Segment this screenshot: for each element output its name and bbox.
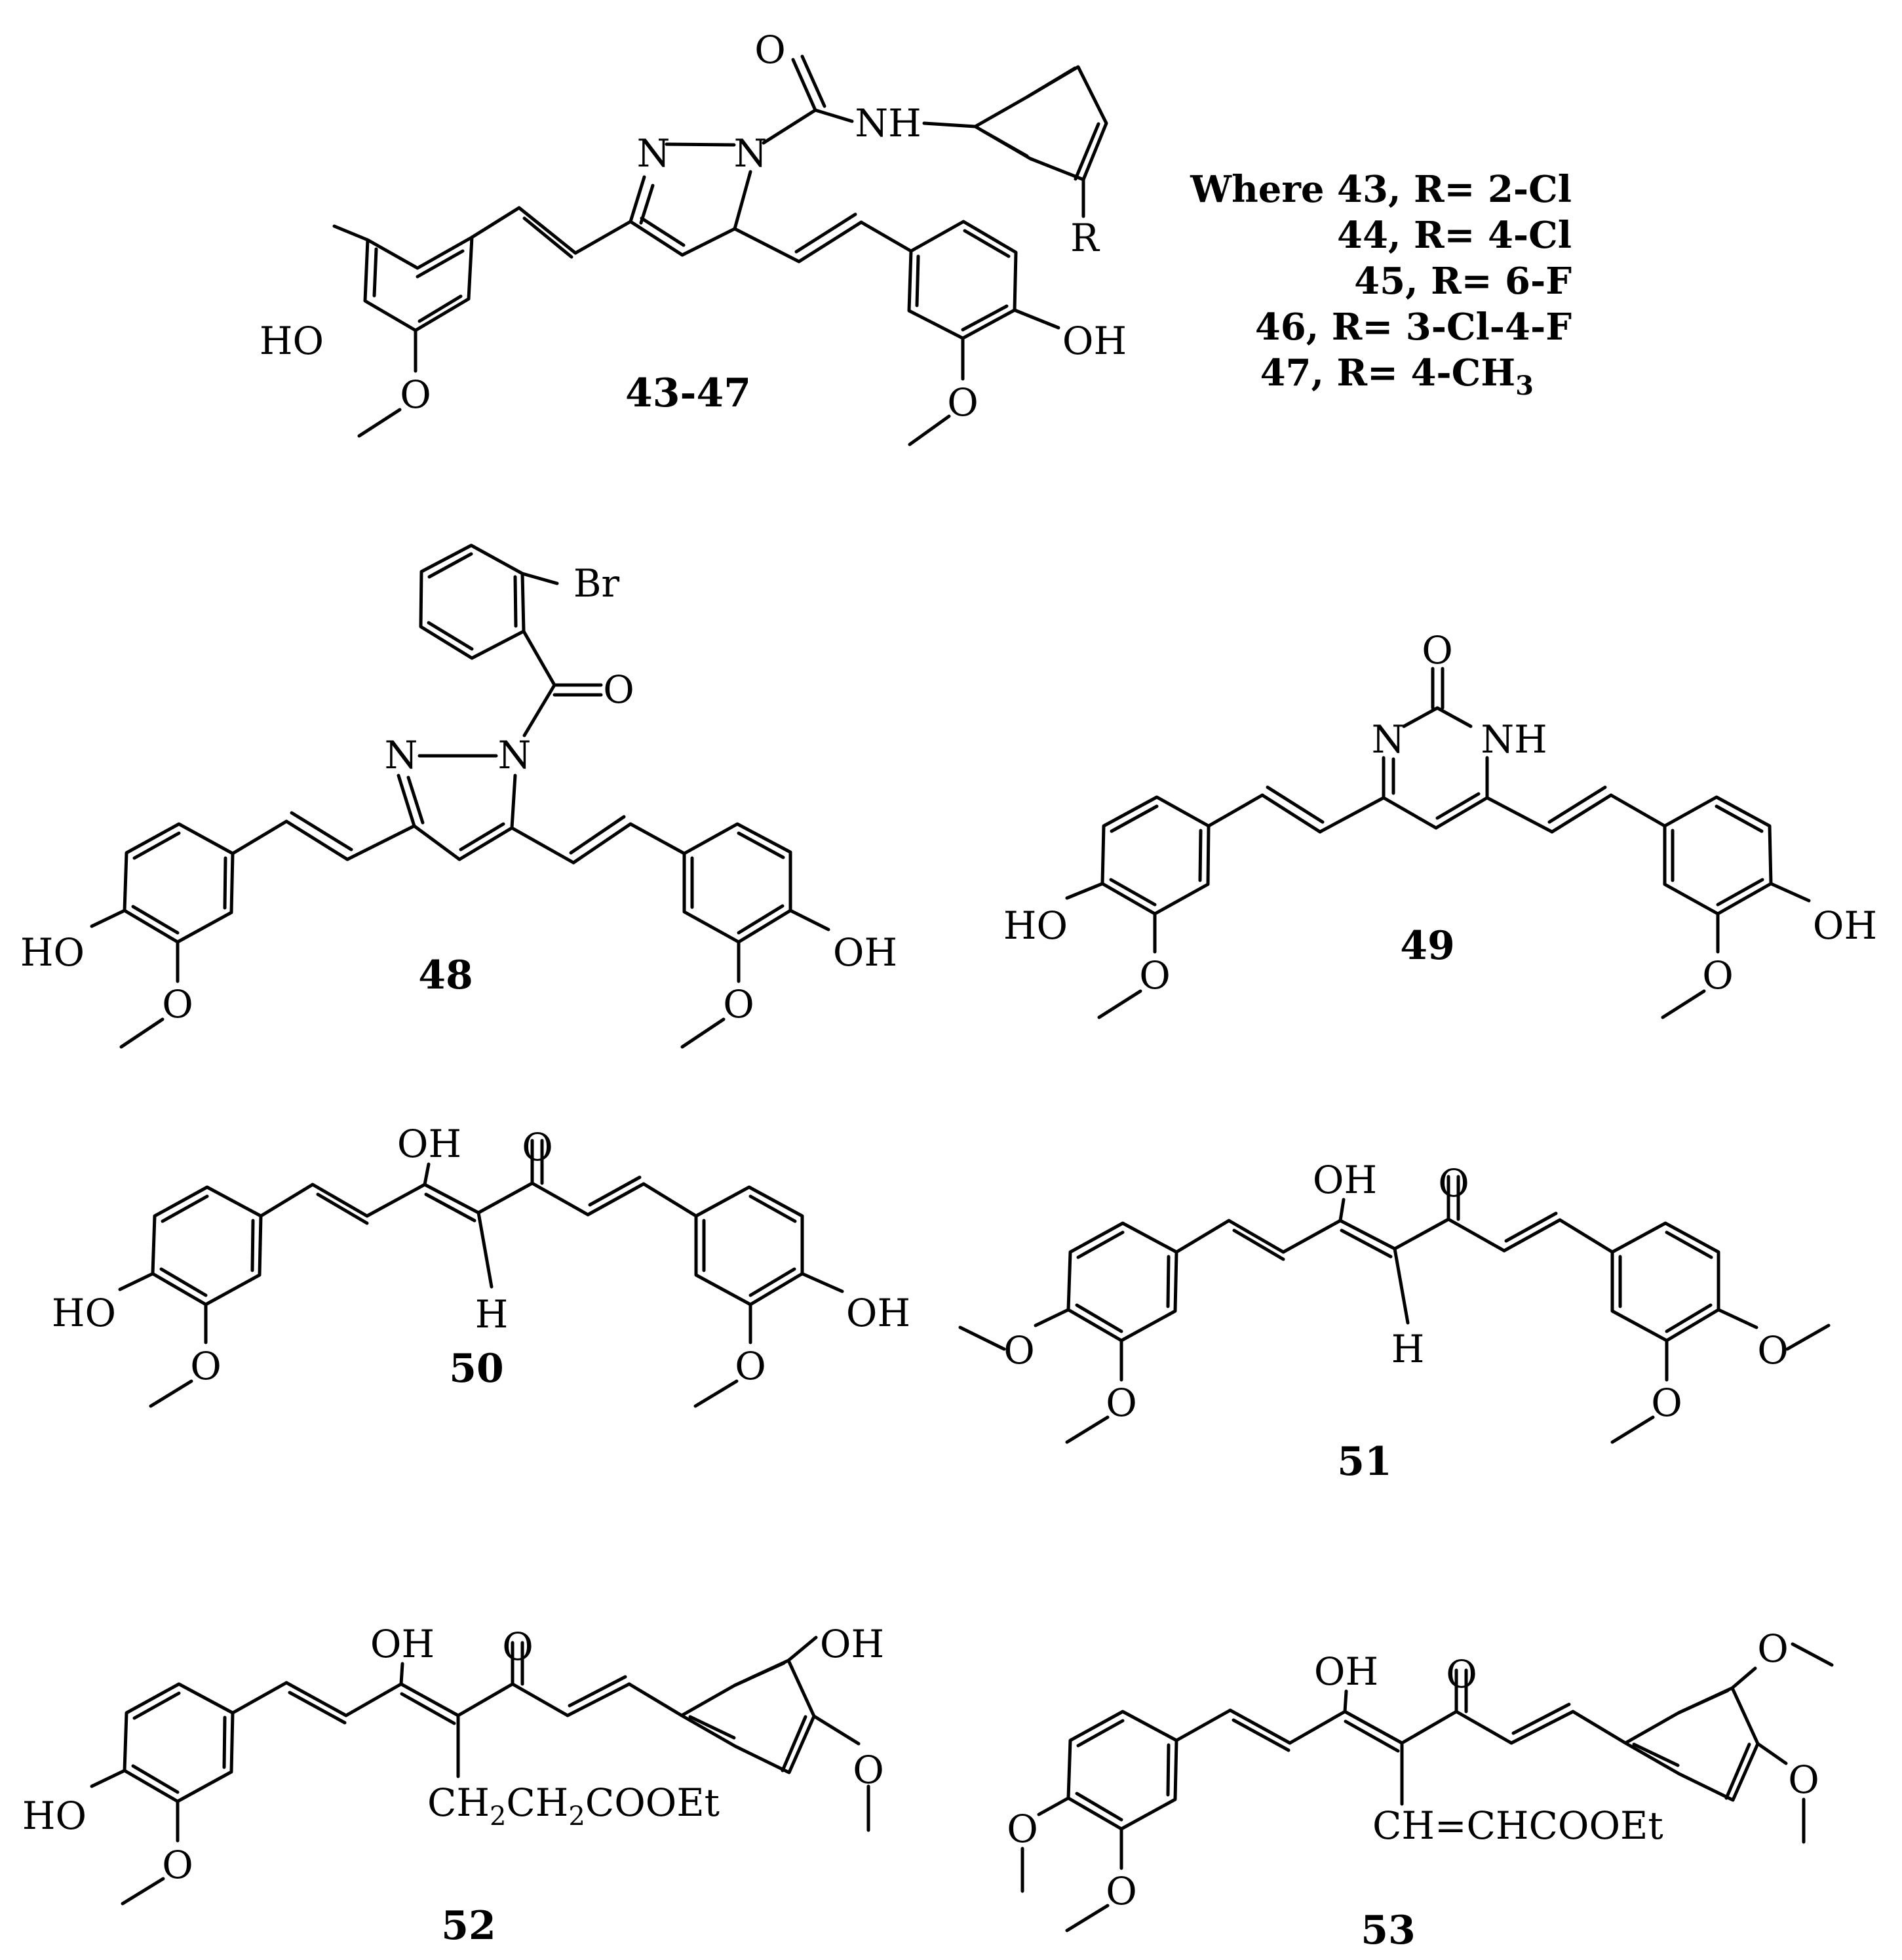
r-group-legend: Where 43, R= 2-Cl 44, R= 4-Cl 45, R= 6-F… [1190, 168, 1572, 401]
methoxy-right-oxygen-label: O [1702, 953, 1734, 998]
compound-52-bonds [90, 1636, 870, 1906]
enol-hydroxyl-label: OH [1314, 1649, 1378, 1694]
r-group-line-47: 47, R= 4-CH3 [1260, 351, 1534, 401]
compound-id-43-47: 43-47 [625, 370, 751, 416]
hydroxyl-left-label: HO [22, 1793, 87, 1838]
compound-52: OH O HO OH O O CH2CH2COOEt 52 [22, 1622, 884, 1949]
compound-49-atom-labels: O N NH HO OH O O [1003, 628, 1877, 998]
hydroxyl-right-label: OH [1062, 319, 1127, 363]
methoxy-right-para-oxygen-label: O [1757, 1328, 1789, 1373]
pyrazole-n1-label: N [498, 733, 532, 777]
compound-50-bonds [118, 1139, 844, 1408]
compound-48-atom-labels: Br O N N HO OH O O [20, 561, 897, 1027]
hydroxyl-right-label: OH [846, 1291, 910, 1335]
compound-52-atom-labels: OH O HO OH O O CH2CH2COOEt [22, 1622, 884, 1887]
compound-51-bonds [958, 1175, 1831, 1444]
methoxy-left-meta-oxygen-label: O [1106, 1869, 1137, 1913]
compound-50-atom-labels: OH O H HO OH O O [52, 1122, 910, 1388]
methoxy-right-oxygen-label: O [947, 380, 979, 425]
compound-id-52: 52 [441, 1903, 496, 1949]
keto-oxygen-label: O [502, 1624, 534, 1669]
compound-43-47-atom-labels: O NH N N R HO OH O O [260, 28, 1127, 425]
methoxy-right-meta-oxygen-label: O [1788, 1757, 1819, 1802]
methoxy-left-oxygen-label: O [162, 982, 193, 1027]
compound-49-bonds [1065, 667, 1811, 1019]
enol-hydroxyl-label: OH [397, 1122, 461, 1166]
methoxy-left-oxygen-label: O [400, 372, 431, 417]
carbonyl-oxygen-label: O [1422, 628, 1453, 673]
methoxy-right-oxygen-label: O [853, 1748, 884, 1792]
compound-49: O N NH HO OH O O 49 [1003, 628, 1877, 1019]
enol-hydroxyl-label: OH [1313, 1158, 1377, 1202]
methoxy-right-oxygen-label: O [723, 982, 754, 1027]
compound-id-49: 49 [1400, 923, 1455, 969]
methoxy-left-meta-oxygen-label: O [1106, 1381, 1137, 1425]
compound-51: OH O H O O O O 51 [958, 1158, 1831, 1485]
compound-53: OH O O O O O CH=CHCOOEt 53 [1007, 1626, 1834, 1953]
r-group-line-46: 46, R= 3-Cl-4-F [1255, 305, 1572, 349]
vinyl-hydrogen-label: H [1391, 1327, 1425, 1371]
hydroxyl-left-label: HO [20, 930, 85, 975]
methoxy-left-para-oxygen-label: O [1003, 1328, 1035, 1373]
bromine-label: Br [573, 561, 620, 606]
compound-id-51: 51 [1337, 1439, 1392, 1485]
compound-53-bonds [1020, 1642, 1834, 1932]
hydroxyl-right-label: OH [833, 930, 897, 975]
r-group-label: R [1070, 216, 1100, 260]
methoxy-left-oxygen-label: O [162, 1843, 193, 1887]
hydroxyl-left-label: HO [260, 319, 324, 363]
pyrazole-n1-label: N [734, 131, 767, 176]
methoxy-right-para-oxygen-label: O [1757, 1626, 1789, 1671]
r-group-line-45: 45, R= 6-F [1354, 260, 1572, 303]
pyrazole-n2-label: N [637, 131, 670, 176]
methoxy-right-oxygen-label: O [735, 1344, 766, 1388]
vinyl-hydrogen-label: H [475, 1292, 509, 1337]
ester-side-chain-label: CH=CHCOOEt [1372, 1803, 1663, 1848]
methoxy-left-oxygen-label: O [1139, 953, 1171, 998]
ho-bond [332, 224, 370, 242]
compound-43-47-bonds [332, 54, 1108, 446]
keto-oxygen-label: O [522, 1125, 553, 1169]
enol-hydroxyl-label: OH [370, 1622, 435, 1666]
ring-nh-label: NH [1481, 717, 1547, 762]
compound-53-atom-labels: OH O O O O O CH=CHCOOEt [1007, 1626, 1819, 1913]
ester-side-chain-label: CH2CH2COOEt [427, 1780, 720, 1832]
pyrazole-n2-label: N [385, 733, 418, 777]
r-group-line-43: Where 43, R= 2-Cl [1190, 168, 1572, 211]
urea-nh-label: NH [855, 101, 921, 146]
methoxy-left-para-oxygen-label: O [1007, 1807, 1038, 1851]
keto-oxygen-label: O [1438, 1161, 1469, 1205]
compound-51-atom-labels: OH O H O O O O [1003, 1158, 1789, 1425]
compound-id-50: 50 [449, 1346, 504, 1392]
carbonyl-oxygen-label: O [603, 667, 634, 712]
urea-oxygen-label: O [754, 28, 786, 72]
compound-48-bonds [90, 543, 830, 1049]
hydroxyl-right-label: OH [1813, 903, 1877, 948]
hydroxyl-left-label: HO [1003, 903, 1068, 948]
compound-id-48: 48 [418, 952, 473, 998]
methoxy-right-meta-oxygen-label: O [1651, 1381, 1682, 1425]
compound-48: Br O N N HO OH O O 48 [20, 543, 897, 1049]
compound-43-47: O NH N N R HO OH O O 43-47 Where 43, R= … [260, 28, 1572, 446]
hydroxyl-right-label: OH [820, 1622, 884, 1666]
methoxy-left-oxygen-label: O [190, 1344, 222, 1388]
compound-id-53: 53 [1361, 1908, 1416, 1953]
ring-nitrogen-label: N [1372, 717, 1405, 762]
compound-50: OH O H HO OH O O 50 [52, 1122, 910, 1408]
keto-oxygen-label: O [1446, 1652, 1477, 1696]
r-group-line-44: 44, R= 4-Cl [1337, 214, 1572, 257]
hydroxyl-left-label: HO [52, 1291, 116, 1335]
